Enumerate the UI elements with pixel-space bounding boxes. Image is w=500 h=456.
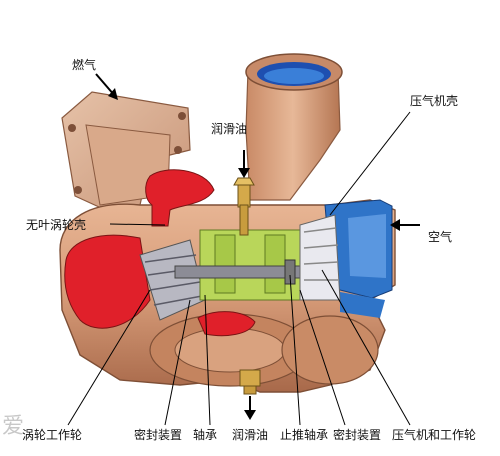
label-vaneless-turbine-housing: 无叶涡轮壳 [26,218,87,232]
leader-lines [67,111,411,426]
label-air: 空气 [428,230,453,244]
label-bearing: 轴承 [193,428,218,442]
compressor-intake [324,199,393,318]
label-compressor-wheel: 压气机和工作轮 [392,428,477,442]
turbine-exhaust-volute [64,169,256,337]
label-turbine-wheel: 涡轮工作轮 [22,428,83,442]
label-seal-right: 密封装置 [333,428,382,442]
label-thrust-bearing: 止推轴承 [280,428,329,442]
label-fuel-gas: 燃气 [72,58,97,72]
oil-outlet-arrow [244,396,256,420]
watermark: 爱 [2,414,25,439]
label-compressor-housing: 压气机壳 [410,94,459,108]
compressor-wheel [299,214,341,301]
air-inlet-arrow [390,219,420,231]
label-lube-oil-bottom: 润滑油 [232,428,269,442]
gas-inlet-arrow [95,73,118,100]
oil-inlet-arrow [238,150,250,178]
label-seal-left: 密封装置 [134,428,183,442]
oil-inlet-fitting [233,177,255,236]
oil-outlet-fitting [239,369,261,395]
label-lube-oil-top: 润滑油 [211,122,248,136]
compressor-outlet-pipe [245,53,343,201]
